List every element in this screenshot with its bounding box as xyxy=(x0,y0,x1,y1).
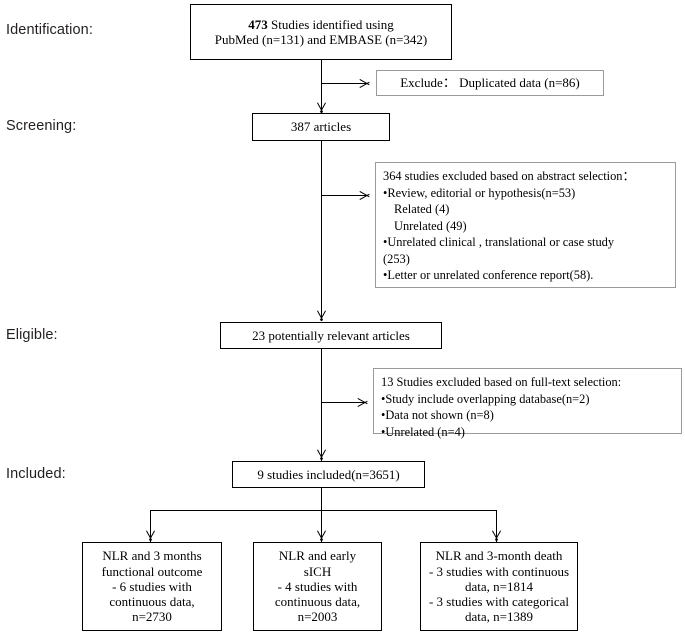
outcome-box-three-month-death: NLR and 3-month death - 3 studies with c… xyxy=(420,542,578,631)
outcome-1-line-4: n=2730 xyxy=(132,609,172,625)
abstract-exclude-item-1: Related (4) xyxy=(394,202,450,216)
connector-to-abstract-exclude xyxy=(321,195,367,196)
arrowhead-down-to-articles xyxy=(316,103,327,112)
connector-to-duplicate-exclude xyxy=(321,83,367,84)
outcome-1-line-3: continuous data, xyxy=(109,594,195,610)
articles-box: 387 articles xyxy=(252,113,390,141)
outcome-2-line-0: NLR and early xyxy=(278,548,357,564)
arrowhead-down-to-relevant xyxy=(316,311,327,320)
abstract-exclude-item-4: (253) xyxy=(383,251,410,266)
relevant-articles-text: 23 potentially relevant articles xyxy=(252,327,410,343)
fulltext-exclude-heading: 13 Studies excluded based on full-text s… xyxy=(381,375,622,389)
outcome-1-line-2: - 6 studies with xyxy=(112,578,192,594)
identified-line-2: PubMed (n=131) and EMBASE (n=342) xyxy=(214,32,428,47)
outcome-2-line-4: n=2003 xyxy=(297,609,338,625)
fulltext-exclude-item-1: •Data not shown (n=8) xyxy=(381,408,494,422)
arrowhead-down-to-included xyxy=(316,450,327,459)
included-studies-text: 9 studies included(n=3651) xyxy=(257,466,400,482)
outcome-3-line-0: NLR and 3-month death xyxy=(435,548,563,564)
stage-label-screening: Screening: xyxy=(6,118,77,134)
arrowhead-down-to-outcome-1 xyxy=(145,531,156,540)
stage-label-identification: Identification: xyxy=(6,22,93,38)
abstract-exclude-item-3: •Unrelated clinical , translational or c… xyxy=(383,235,615,249)
relevant-articles-box: 23 potentially relevant articles xyxy=(220,322,442,349)
outcome-3-line-2: data, n=1814 xyxy=(465,578,533,594)
duplicate-exclude-box: Exclude： Duplicated data (n=86) xyxy=(376,70,604,96)
abstract-exclude-item-2: Unrelated (49) xyxy=(394,218,467,233)
connector-relevant-to-included xyxy=(321,349,322,461)
connector-split-to-outcome-2 xyxy=(321,510,322,542)
abstract-exclude-item-5: •Letter or unrelated conference report(5… xyxy=(383,268,594,282)
outcome-box-early-sich: NLR and early sICH - 4 studies with cont… xyxy=(253,542,382,631)
stage-label-included: Included: xyxy=(6,466,66,482)
outcome-1-line-1: functional outcome xyxy=(101,563,203,579)
connector-included-to-split xyxy=(321,488,322,510)
identified-line-1-rest: Studies identified using xyxy=(267,16,394,32)
abstract-exclude-item-0: •Review, editorial or hypothesis(n=53) xyxy=(383,185,576,200)
outcome-box-functional-outcome: NLR and 3 months functional outcome - 6 … xyxy=(82,542,222,631)
abstract-exclude-box: 364 studies excluded based on abstract s… xyxy=(375,162,676,288)
arrowhead-down-to-outcome-3 xyxy=(491,531,502,540)
fulltext-exclude-item-0: •Study include overlapping database(n=2) xyxy=(381,391,590,406)
fulltext-exclude-box: 13 Studies excluded based on full-text s… xyxy=(373,368,682,439)
stage-label-eligible: Eligible: xyxy=(6,327,58,343)
outcome-2-line-3: continuous data, xyxy=(274,594,361,610)
arrowhead-down-to-outcome-2 xyxy=(316,531,327,540)
outcome-3-line-3: - 3 studies with categorical xyxy=(428,594,570,610)
outcome-1-line-0: NLR and 3 months xyxy=(102,548,202,564)
abstract-exclude-heading: 364 studies excluded based on abstract s… xyxy=(383,169,635,183)
arrowhead-right-to-fulltext-exclude xyxy=(358,397,367,408)
connector-split-to-outcome-3 xyxy=(496,510,497,542)
identified-count: 473 xyxy=(248,16,268,32)
identified-line-1: 473 Studies identified using xyxy=(248,17,394,32)
outcome-3-line-1: - 3 studies with continuous xyxy=(428,563,570,579)
connector-split-to-outcome-1 xyxy=(150,510,151,542)
outcome-2-line-2: - 4 studies with xyxy=(277,578,358,594)
identified-studies-box: 473 Studies identified using PubMed (n=1… xyxy=(190,4,452,60)
arrowhead-right-to-duplicate-exclude xyxy=(360,78,369,89)
articles-text: 387 articles xyxy=(290,119,352,135)
split-horizontal-bar xyxy=(150,510,497,511)
connector-identified-to-articles xyxy=(321,60,322,113)
fulltext-exclude-item-2: •Unrelated (n=4) xyxy=(381,424,465,439)
outcome-2-line-1: sICH xyxy=(303,563,332,579)
arrowhead-right-to-abstract-exclude xyxy=(360,190,369,201)
included-studies-box: 9 studies included(n=3651) xyxy=(232,461,425,488)
duplicate-exclude-text: Exclude： Duplicated data (n=86) xyxy=(400,75,580,91)
connector-to-fulltext-exclude xyxy=(321,402,365,403)
outcome-3-line-4: data, n=1389 xyxy=(465,609,533,625)
connector-articles-to-relevant xyxy=(321,141,322,321)
